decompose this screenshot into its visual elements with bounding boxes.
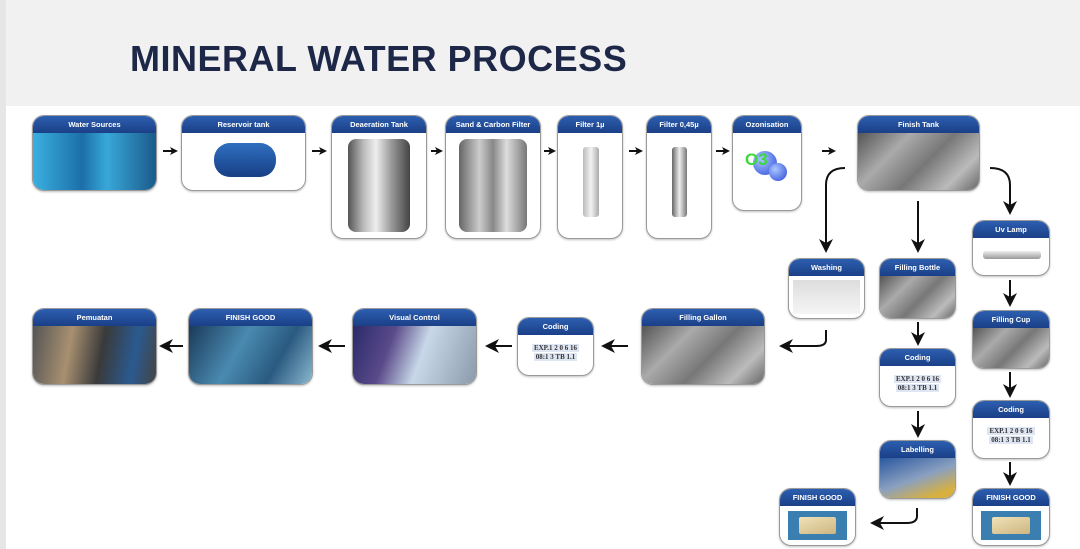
o3-label: O3 [745, 150, 768, 169]
step-label: Coding [518, 318, 593, 335]
step-label: Washing [789, 259, 864, 276]
step-label: Sand & Carbon Filter [446, 116, 540, 133]
labelling-image [880, 458, 955, 498]
step-water-sources: Water Sources [32, 115, 157, 191]
step-label: Ozonisation [733, 116, 801, 133]
step-finish-good-cup: FINISH GOOD [972, 488, 1050, 546]
arrow [870, 508, 918, 530]
step-label: Filling Gallon [642, 309, 764, 326]
step-label: Pemuatan [33, 309, 156, 326]
filling-gallon-image [642, 326, 764, 384]
arrow [819, 167, 846, 253]
step-label: Reservoir tank [182, 116, 305, 133]
filling-bottle-image [880, 276, 955, 318]
step-label: Water Sources [33, 116, 156, 133]
carton-box-image [981, 511, 1041, 540]
step-label: Filling Cup [973, 311, 1049, 328]
step-label: Filling Bottle [880, 259, 955, 276]
ozone-molecule-image: O3 [733, 133, 801, 210]
step-filter-045u: Filter 0,45µ [646, 115, 712, 239]
step-label: Labelling [880, 441, 955, 458]
deaeration-tank-image [332, 133, 426, 238]
step-label: Visual Control [353, 309, 476, 326]
step-finish-tank: Finish Tank [857, 115, 980, 191]
step-labelling: Labelling [879, 440, 956, 499]
step-label: FINISH GOOD [973, 489, 1049, 506]
step-label: Deaeration Tank [332, 116, 426, 133]
visual-control-image [353, 326, 476, 384]
uv-lamp-image [973, 238, 1049, 275]
step-deaeration-tank: Deaeration Tank [331, 115, 427, 239]
gallon-stack-image [189, 326, 312, 384]
washing-image [793, 280, 860, 314]
step-finish-good-bottle: FINISH GOOD [779, 488, 856, 546]
loading-image [33, 326, 156, 384]
filter-1u-image [558, 133, 622, 238]
step-label: Finish Tank [858, 116, 979, 133]
carton-box-image [788, 511, 847, 540]
step-label: Coding [973, 401, 1049, 418]
step-reservoir-tank: Reservoir tank [181, 115, 306, 191]
sand-carbon-filter-image [446, 133, 540, 238]
step-label: Coding [880, 349, 955, 366]
step-washing: Washing [788, 258, 865, 319]
arrow [779, 330, 827, 353]
step-label: FINISH GOOD [780, 489, 855, 506]
step-filling-gallon: Filling Gallon [641, 308, 765, 385]
arrow [989, 167, 1017, 215]
water-source-image [33, 133, 156, 190]
finish-tank-image [858, 133, 979, 190]
step-visual-control: Visual Control [352, 308, 477, 385]
header-band [0, 0, 1080, 106]
step-label: FINISH GOOD [189, 309, 312, 326]
left-border [0, 0, 6, 549]
step-label: Filter 1µ [558, 116, 622, 133]
step-filter-1u: Filter 1µ [557, 115, 623, 239]
step-pemuatan: Pemuatan [32, 308, 157, 385]
filling-cup-image [973, 328, 1049, 368]
reservoir-tank-image [182, 133, 305, 190]
step-label: Uv Lamp [973, 221, 1049, 238]
step-uv-lamp: Uv Lamp [972, 220, 1050, 276]
filter-045u-image [647, 133, 711, 238]
step-label: Filter 0,45µ [647, 116, 711, 133]
step-filling-bottle: Filling Bottle [879, 258, 956, 319]
step-finish-good-gallon: FINISH GOOD [188, 308, 313, 385]
step-sand-carbon-filter: Sand & Carbon Filter [445, 115, 541, 239]
step-filling-cup: Filling Cup [972, 310, 1050, 369]
page-title: MINERAL WATER PROCESS [130, 38, 628, 79]
